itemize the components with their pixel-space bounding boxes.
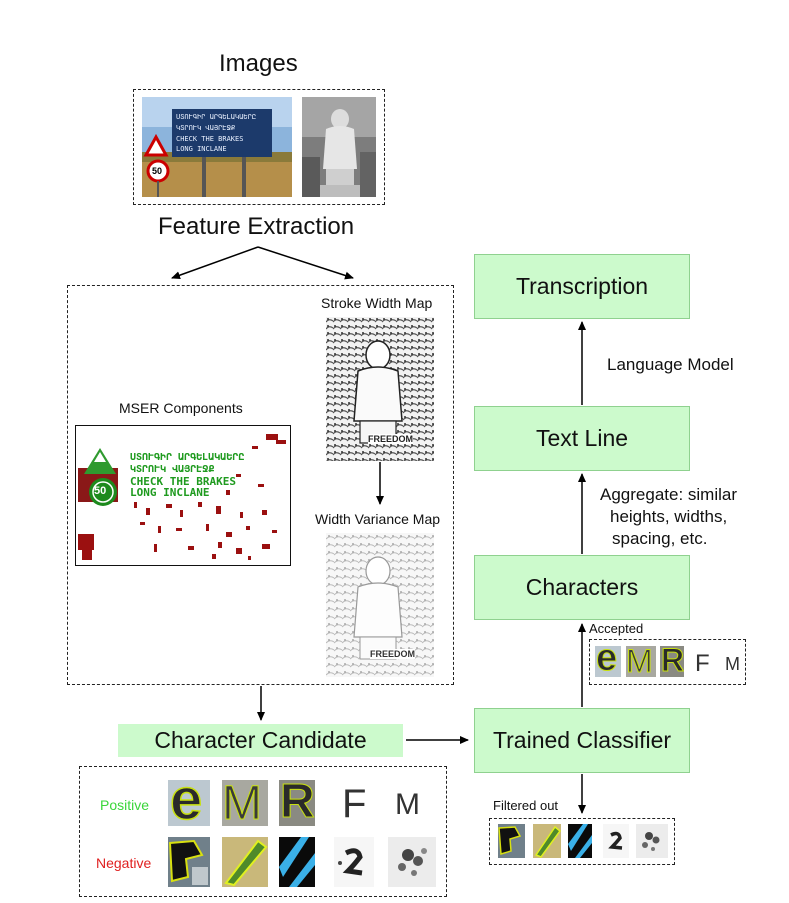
characters-label: Characters xyxy=(525,574,639,600)
aggregate-line-3: spacing, etc. xyxy=(612,529,708,548)
stroke-map-freedom: FREEDOM xyxy=(368,434,413,444)
positive-label: Positive xyxy=(100,797,150,813)
feature-box xyxy=(67,285,454,685)
trained-classifier-label: Trained Classifier xyxy=(492,727,672,753)
accepted-sample-m: M xyxy=(626,646,656,677)
accepted-box xyxy=(589,639,746,685)
road-sign-photo xyxy=(142,97,292,197)
character-candidate-box: Character Candidate xyxy=(118,724,403,757)
mser-text-line-4: LONG INCLANE xyxy=(130,486,210,499)
negative-sample-3 xyxy=(279,837,315,887)
arrow-feature-to-left xyxy=(171,246,259,280)
accepted-sample-r: R xyxy=(660,646,684,677)
negative-sample-2 xyxy=(222,837,268,887)
accepted-label: Accepted xyxy=(589,621,644,636)
samples-box xyxy=(79,766,447,897)
negative-sample-5 xyxy=(388,837,436,887)
filtered-sample-3 xyxy=(568,824,592,858)
negative-label: Negative xyxy=(96,855,152,871)
positive-sample-m2: M xyxy=(395,788,420,821)
mser-speed-limit: 50 xyxy=(94,485,107,497)
mser-text-line-1: ՍՏՈՒԳԻՐ ԱՐԳԵԼԱԿԱԵՐԸ xyxy=(130,452,245,463)
accepted-sample-f: F xyxy=(695,650,710,677)
filtered-out-box xyxy=(489,818,675,865)
character-candidate-label: Character Candidate xyxy=(154,727,367,753)
transcription-box: Transcription xyxy=(474,254,690,319)
filtered-out-label: Filtered out xyxy=(493,798,559,813)
characters-box: Characters xyxy=(474,555,690,620)
filtered-sample-4 xyxy=(603,824,629,858)
width-variance-map-label: Width Variance Map xyxy=(315,511,441,527)
photo-sign-line-1: ՍՏՈՒԳԻՐ ԱՐԳԵԼԱԿԱԵՐԸ xyxy=(176,113,257,121)
photo-speed-limit: 50 xyxy=(152,166,163,176)
positive-sample-m: M xyxy=(222,780,268,826)
positive-sample-e: e xyxy=(168,780,210,826)
images-title: Images xyxy=(219,50,298,77)
photo-sign-line-2: ԿՏՐՈՒԿ ՎԱՅՐԷՋՔ xyxy=(176,124,236,132)
feature-extraction-label: Feature Extraction xyxy=(158,213,355,240)
accepted-sample-m2: M xyxy=(725,654,740,674)
photo-sign-line-3: CHECK THE BRAKES xyxy=(176,135,244,143)
stroke-width-map-label: Stroke Width Map xyxy=(321,295,433,311)
filtered-sample-5 xyxy=(636,824,668,858)
mser-components-image: ՍՏՈՒԳԻՐ ԱՐԳԵԼԱԿԱԵՐԸ ԿՏՐՈՒԿ ՎԱՅՐԷՋՔ CHECK… xyxy=(75,425,291,566)
statue-photo xyxy=(302,97,376,197)
trained-classifier-box: Trained Classifier xyxy=(474,708,690,773)
arrow-feature-to-right xyxy=(257,246,354,280)
positive-sample-f: F xyxy=(342,782,367,826)
negative-sample-4 xyxy=(334,837,374,887)
images-box xyxy=(133,89,385,205)
mser-text-line-2: ԿՏՐՈՒԿ ՎԱՅՐԷՋՔ xyxy=(130,464,215,475)
text-line-box: Text Line xyxy=(474,406,690,471)
mser-text-line-3: CHECK THE BRAKES xyxy=(130,475,236,488)
aggregate-line-1: Aggregate: similar xyxy=(600,485,738,504)
positive-sample-r: R xyxy=(279,780,315,826)
text-line-label: Text Line xyxy=(535,425,629,451)
filtered-sample-2 xyxy=(533,824,561,858)
language-model-label: Language Model xyxy=(607,355,734,374)
negative-sample-1 xyxy=(168,837,210,887)
variance-map-freedom: FREEDOM xyxy=(370,649,415,659)
filtered-sample-1 xyxy=(498,824,525,858)
mser-components-label: MSER Components xyxy=(119,400,243,416)
photo-sign-line-4: LONG INCLANE xyxy=(176,145,227,153)
aggregate-line-2: heights, widths, xyxy=(610,507,728,526)
accepted-sample-e: e xyxy=(595,646,621,677)
transcription-label: Transcription xyxy=(515,273,649,299)
